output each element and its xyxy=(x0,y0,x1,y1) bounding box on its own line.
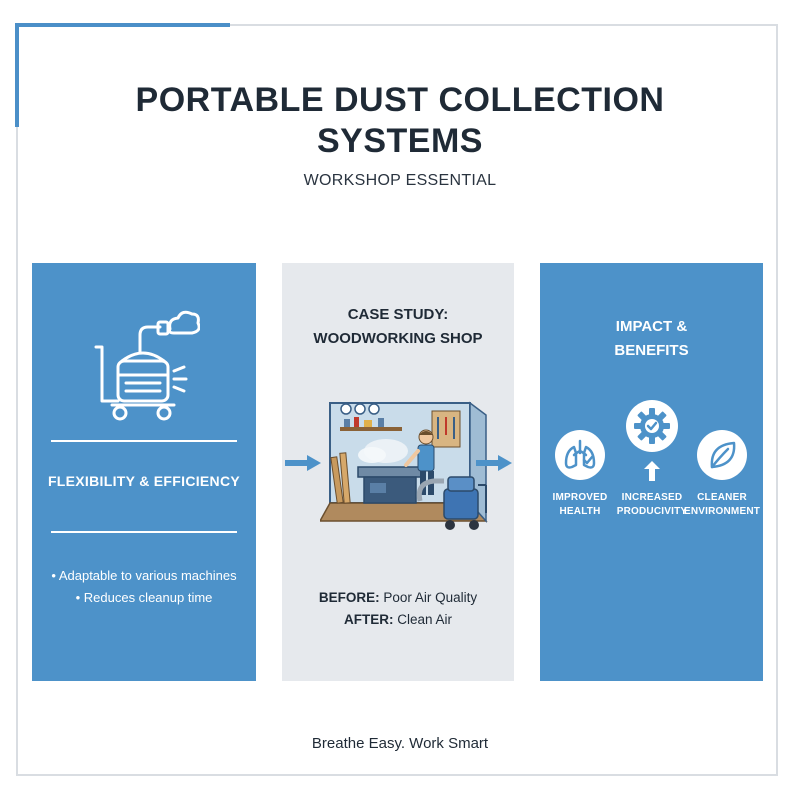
case-study-panel: CASE STUDY: WOODWORKING SHOP xyxy=(282,263,514,681)
benefit-label-health: IMPROVED HEALTH xyxy=(540,491,620,519)
before-after-summary: BEFORE: Poor Air Quality AFTER: Clean Ai… xyxy=(282,587,514,631)
divider-bottom xyxy=(51,531,237,533)
after-label: AFTER: xyxy=(343,612,394,627)
flexibility-heading: FLEXIBILITY & EFFICIENCY xyxy=(47,473,241,489)
benefits-heading-line-1: IMPACT & xyxy=(615,318,688,335)
list-item: • Adaptable to various machines xyxy=(51,568,237,583)
benefit-line-1: IMPROVED xyxy=(552,492,608,503)
list-item: • Reduces cleanup time xyxy=(75,590,213,605)
woodworking-shop-illustration xyxy=(320,401,488,530)
benefit-line-1: INCREASED xyxy=(621,492,683,503)
benefits-heading: IMPACT & BENEFITS xyxy=(540,315,763,363)
benefits-heading-line-2: BENEFITS xyxy=(614,342,689,359)
footer-tagline: Breathe Easy. Work Smart xyxy=(311,735,489,752)
benefit-line-2: HEALTH xyxy=(559,506,601,517)
leaf-icon xyxy=(697,430,747,480)
before-row: BEFORE: Poor Air Quality xyxy=(282,587,514,609)
arrow-right-icon xyxy=(476,455,512,471)
arrow-up-icon xyxy=(644,461,660,481)
lungs-icon xyxy=(555,430,605,480)
flexibility-panel: FLEXIBILITY & EFFICIENCY • Adaptable to … xyxy=(32,263,256,681)
before-label: BEFORE: xyxy=(318,590,380,605)
corner-accent-vertical xyxy=(15,23,19,127)
after-row: AFTER: Clean Air xyxy=(282,609,514,631)
corner-accent-horizontal xyxy=(16,23,230,27)
dust-collector-icon xyxy=(94,310,200,421)
case-study-heading: CASE STUDY: WOODWORKING SHOP xyxy=(282,303,514,351)
divider-top xyxy=(51,440,237,442)
title-line-2: SYSTEMS xyxy=(317,122,483,160)
case-study-heading-line-1: CASE STUDY: xyxy=(347,306,449,323)
benefits-panel: IMPACT & BENEFITS xyxy=(540,263,763,681)
title-line-1: PORTABLE DUST COLLECTION xyxy=(135,81,665,119)
benefit-line-2: PRODUCIVITY xyxy=(616,506,688,517)
arrow-right-icon xyxy=(285,455,321,471)
page-title: PORTABLE DUST COLLECTION SYSTEMS xyxy=(0,80,800,162)
gear-icon xyxy=(626,400,678,452)
before-value: Poor Air Quality xyxy=(383,590,478,605)
benefit-line-2: ENVIRONMENT xyxy=(683,506,761,517)
after-value: Clean Air xyxy=(397,612,453,627)
feature-list: • Adaptable to various machines • Reduce… xyxy=(32,565,256,609)
page-subtitle: WORKSHOP ESSENTIAL xyxy=(303,172,497,189)
benefit-label-environment: CLEANER ENVIRONMENT xyxy=(682,491,762,519)
case-study-heading-line-2: WOODWORKING SHOP xyxy=(313,330,483,347)
benefit-line-1: CLEANER xyxy=(697,492,747,503)
benefit-label-productivity: INCREASED PRODUCIVITY xyxy=(612,491,692,519)
